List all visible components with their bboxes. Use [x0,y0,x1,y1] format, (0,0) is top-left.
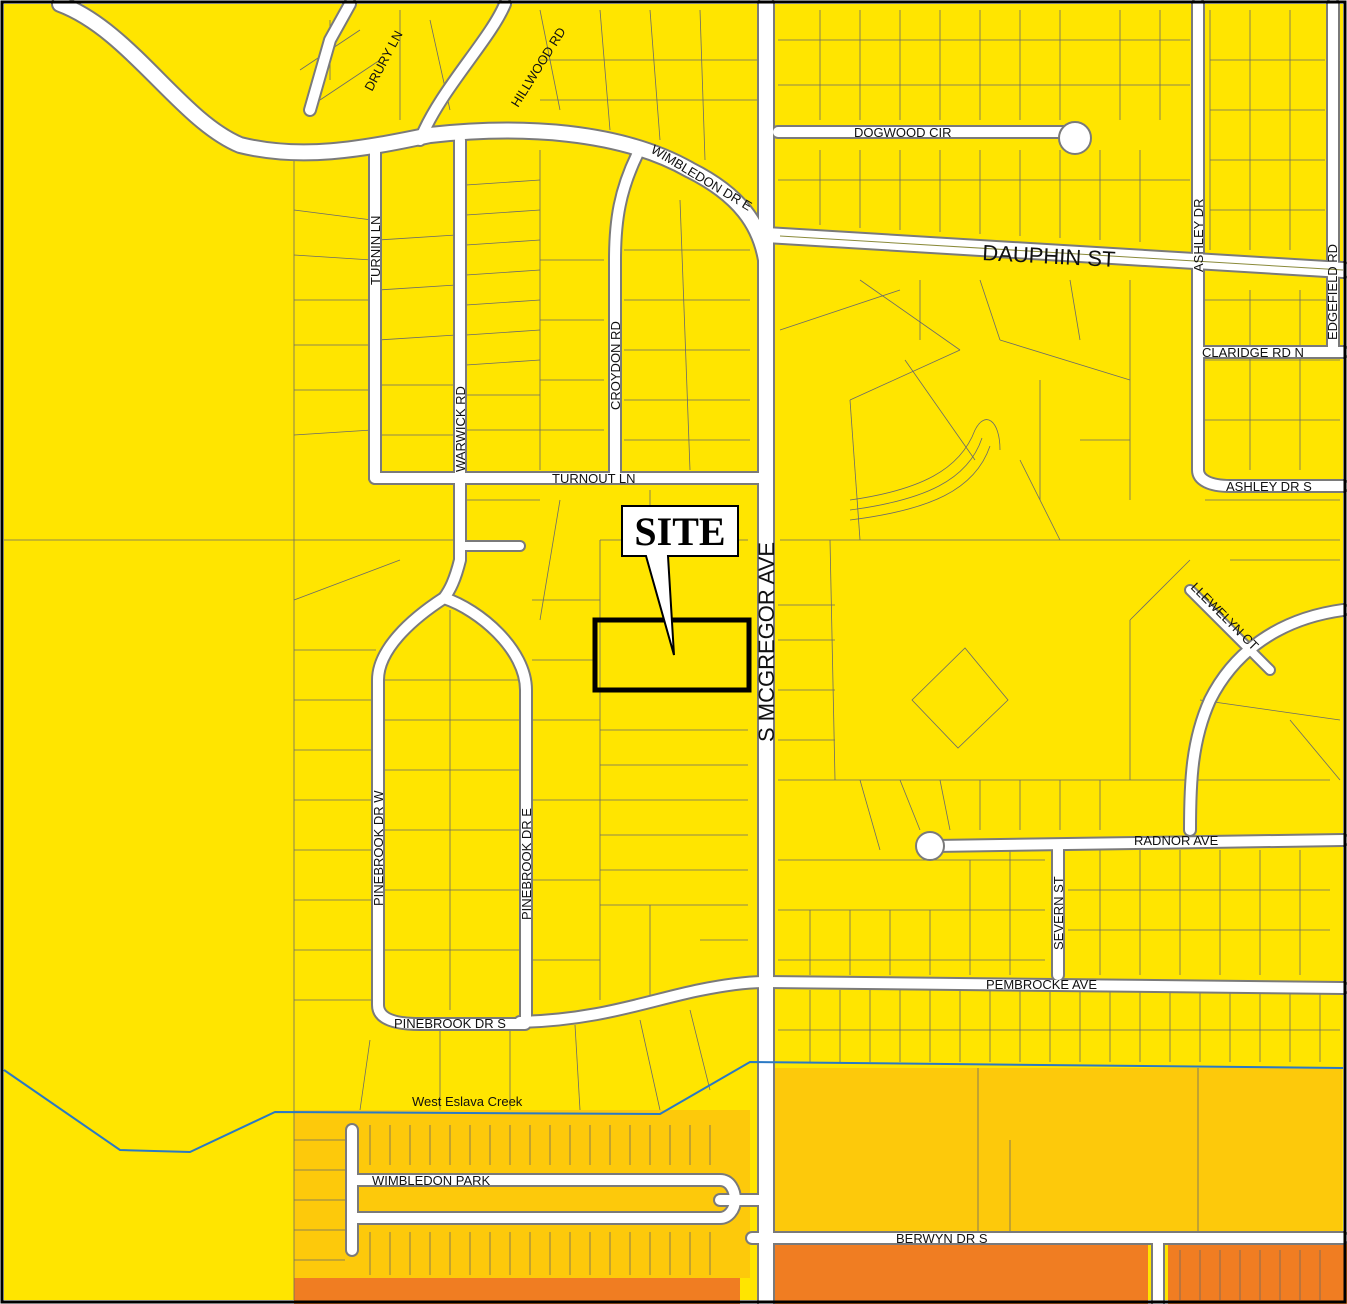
street-label-berwyn-dr-s: BERWYN DR S [896,1231,988,1246]
street-label-pinebrook-dr-w: PINEBROOK DR W [371,790,386,906]
creek-label-west-eslava-creek: West Eslava Creek [412,1094,523,1109]
street-label-ashley-dr: ASHLEY DR [1191,199,1206,272]
site-callout-label: SITE [634,509,725,554]
street-label-pinebrook-dr-e: PINEBROOK DR E [519,808,534,920]
site-callout-bubble [621,505,739,656]
west-eslava-creek-line [3,1060,1344,1154]
street-label-turnout-ln: TURNOUT LN [552,471,636,486]
street-label-ashley-dr-s: ASHLEY DR S [1226,479,1312,494]
street-label-edgefield-rd: EDGEFIELD RD [1325,244,1340,340]
street-label-s-mcgregor-ave: S MCGREGOR AVE [754,542,779,742]
parcel-lines [4,9,1341,1300]
street-label-warwick-rd: WARWICK RD [453,386,468,472]
street-label-pinebrook-dr-s: PINEBROOK DR S [394,1016,506,1031]
dauphin-st-centerline [779,235,1344,271]
commercial-zone-southeast [1168,1244,1347,1304]
street-label-severn-st: SEVERN ST [1051,876,1066,950]
light-commercial-zone-southeast [768,1068,1342,1234]
street-label-pembrocke-ave: PEMBROCKE AVE [986,977,1097,992]
street-label-claridge-rd-n: CLARIDGE RD N [1202,345,1304,360]
street-label-radnor-ave: RADNOR AVE [1134,833,1219,848]
street-label-dogwood-cir: DOGWOOD CIR [854,125,952,140]
commercial-zone-southwest [294,1278,740,1304]
street-label-croydon-rd: CROYDON RD [608,321,623,410]
commercial-zone-south-center [762,1244,1148,1304]
street-label-wimbledon-park: WIMBLEDON PARK [372,1173,491,1188]
street-label-turnin-ln: TURNIN LN [368,216,383,285]
light-commercial-zone-southwest [294,1110,750,1278]
